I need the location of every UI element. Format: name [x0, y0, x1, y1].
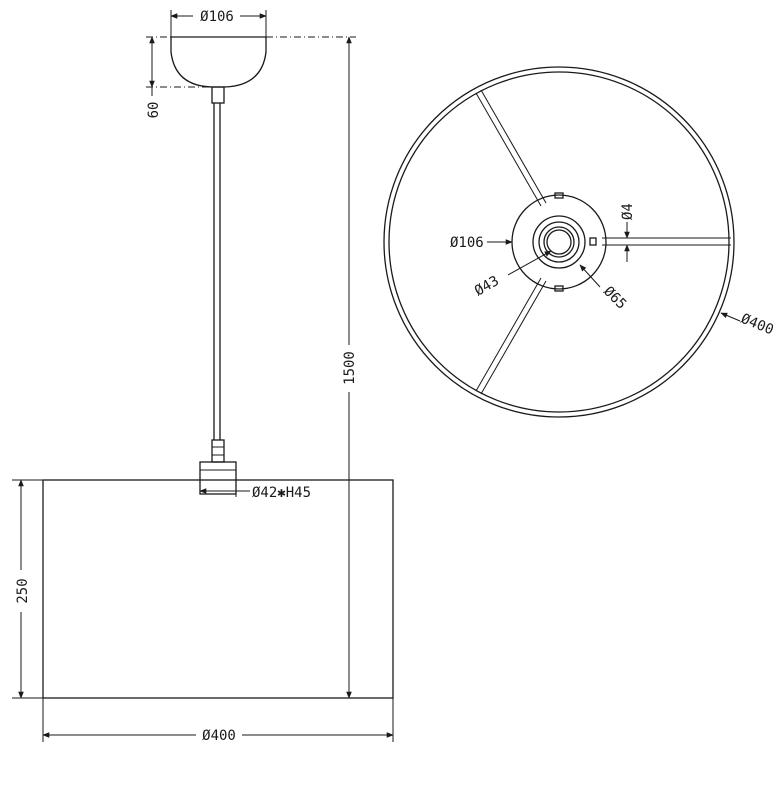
canopy-height-label: 60: [146, 102, 162, 119]
inner-ring: [543, 226, 575, 258]
cable-grip: [211, 439, 225, 463]
dim-holder: Ø42✱H45: [199, 485, 311, 501]
dim-canopy-diameter: Ø106: [170, 9, 267, 37]
inner-diameter-label: Ø43: [472, 273, 502, 300]
canopy-connector: [211, 86, 225, 104]
canopy-disk: [511, 194, 607, 290]
total-height-label: 1500: [342, 351, 358, 385]
shade-outer-ring: [383, 66, 735, 418]
dim-ring-diameter: Ø65: [579, 264, 629, 313]
canopy: [170, 36, 267, 88]
outer-ring: [532, 215, 586, 269]
shade-height-label: 250: [15, 578, 31, 603]
dim-bottom-canopy: Ø106: [450, 235, 513, 251]
dim-shade-diameter: Ø400: [42, 698, 394, 744]
holder-size-label: Ø42✱H45: [252, 485, 311, 501]
canopy-diameter-label: Ø106: [200, 9, 234, 25]
frame-spokes: [475, 89, 731, 395]
bottom-view: Ø106 Ø43 Ø65 Ø4 Ø400: [383, 66, 776, 418]
lamp-holder: [199, 461, 237, 495]
bottom-shade-diameter-label: Ø400: [739, 311, 776, 338]
shade-diameter-label: Ø400: [202, 728, 236, 744]
dim-shade-height: 250: [12, 479, 43, 699]
wire-thickness-label: Ø4: [620, 203, 636, 220]
dim-canopy-height: 60: [146, 36, 212, 119]
dim-total-height: 1500: [266, 36, 393, 699]
side-view: Ø106 60 1500 Ø42✱H45: [12, 9, 394, 744]
ring-diameter-label: Ø65: [600, 284, 629, 313]
bottom-canopy-diameter-label: Ø106: [450, 235, 484, 251]
drum-shade: [42, 479, 394, 699]
dim-wire-thickness: Ø4: [619, 203, 637, 262]
dim-bottom-shade: Ø400: [720, 311, 776, 338]
